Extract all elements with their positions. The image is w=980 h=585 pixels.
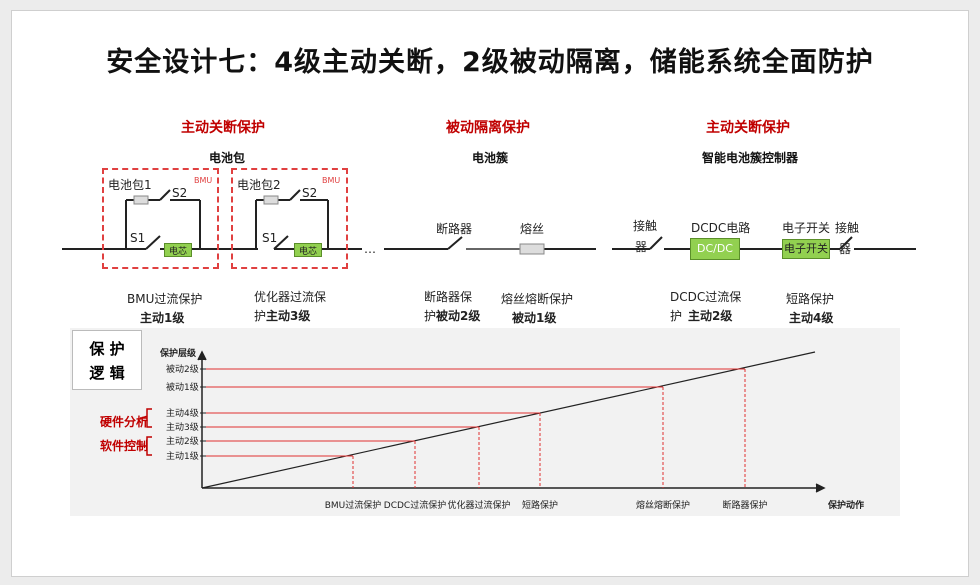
page-title: 安全设计七：4级主动关断，2级被动隔离，储能系统全面防护 (106, 47, 874, 78)
hardware-analysis-label: 硬件分析 (100, 415, 149, 429)
caption-bmu-level: 主动1级 (140, 311, 185, 325)
switch-s1-label-1: S1 (130, 231, 146, 245)
section-heading-active-1: 主动关断保护 (181, 120, 265, 136)
caption-optimizer: 优化器过流保 (254, 290, 327, 304)
logic-box-line2: 逻 辑 (89, 364, 125, 382)
caption-fuse-level: 被动1级 (512, 311, 557, 325)
battery-pack-2-box (231, 168, 348, 269)
switch-s1-label-2: S1 (262, 231, 278, 245)
action-label: 短路保护 (522, 499, 558, 511)
battery-cell-1: 电芯 (164, 243, 192, 257)
action-label: DCDC过流保护 (384, 499, 446, 511)
action-label: 断路器保护 (722, 499, 767, 511)
caption-breaker-level: 被动2级 (436, 309, 481, 323)
caption-short: 短路保护 (786, 292, 835, 306)
electronic-switch-label: 电子开关 (782, 221, 831, 235)
caption-breaker: 断路器保 (424, 290, 473, 304)
contactor-right-label-b: 器 (839, 242, 852, 256)
action-label: BMU过流保护 (325, 499, 382, 511)
section-heading-passive: 被动隔离保护 (446, 120, 530, 136)
caption-fuse: 熔丝熔断保护 (501, 292, 574, 306)
software-control-label: 软件控制 (100, 439, 149, 453)
caption-dcdc-line2: 护 (670, 309, 683, 323)
switch-s2-label-1: S2 (172, 186, 188, 200)
section-subheading-controller: 智能电池簇控制器 (702, 151, 799, 165)
protection-logic-box: 保 护 逻 辑 (72, 330, 142, 390)
fuse-label: 熔丝 (520, 222, 545, 236)
bmu-tag-1: BMU (194, 176, 213, 185)
bmu-tag-2: BMU (322, 176, 341, 185)
contactor-left-label-b: 器 (635, 240, 648, 254)
logic-box-line1: 保 护 (89, 340, 125, 358)
battery-cell-2: 电芯 (294, 243, 322, 257)
action-label: 优化器过流保护 (447, 499, 510, 511)
caption-dcdc-level: 主动2级 (688, 309, 733, 323)
logic-ylabel: 保护层级 (159, 347, 197, 359)
caption-dcdc: DCDC过流保 (670, 290, 742, 304)
level-label: 被动2级 (166, 363, 199, 375)
caption-breaker-line2: 护 (424, 309, 437, 323)
section-subheading-pack: 电池包 (209, 151, 246, 165)
switch-s2-label-2: S2 (302, 186, 318, 200)
section-heading-active-2: 主动关断保护 (706, 120, 790, 136)
action-label: 熔丝熔断保护 (636, 499, 690, 511)
logic-xlabel: 保护动作 (827, 499, 864, 511)
level-label: 被动1级 (166, 381, 199, 393)
caption-optimizer-level: 主动3级 (266, 309, 311, 323)
ellipsis: … (364, 242, 376, 256)
level-label: 主动2级 (166, 435, 199, 447)
section-subheading-cluster: 电池簇 (472, 151, 509, 165)
level-label: 主动4级 (166, 407, 199, 419)
dcdc-box: DC/DC (690, 238, 740, 260)
caption-optimizer-line2: 护 (254, 309, 267, 323)
battery-pack-2-label: 电池包2 (237, 178, 281, 192)
circuit-diagram (62, 189, 916, 255)
electronic-switch-box: 电子开关 (782, 239, 830, 259)
level-label: 主动3级 (166, 421, 199, 433)
contactor-right-label-a: 接触 (835, 221, 860, 235)
level-label: 主动1级 (166, 450, 199, 462)
protection-logic-panel (70, 328, 900, 516)
contactor-left-label-a: 接触 (633, 219, 658, 233)
caption-bmu: BMU过流保护 (127, 292, 203, 306)
battery-pack-1-box (102, 168, 219, 269)
battery-pack-1-label: 电池包1 (108, 178, 152, 192)
caption-short-level: 主动4级 (789, 311, 834, 325)
breaker-label: 断路器 (436, 222, 473, 236)
dcdc-circuit-label: DCDC电路 (691, 221, 751, 235)
